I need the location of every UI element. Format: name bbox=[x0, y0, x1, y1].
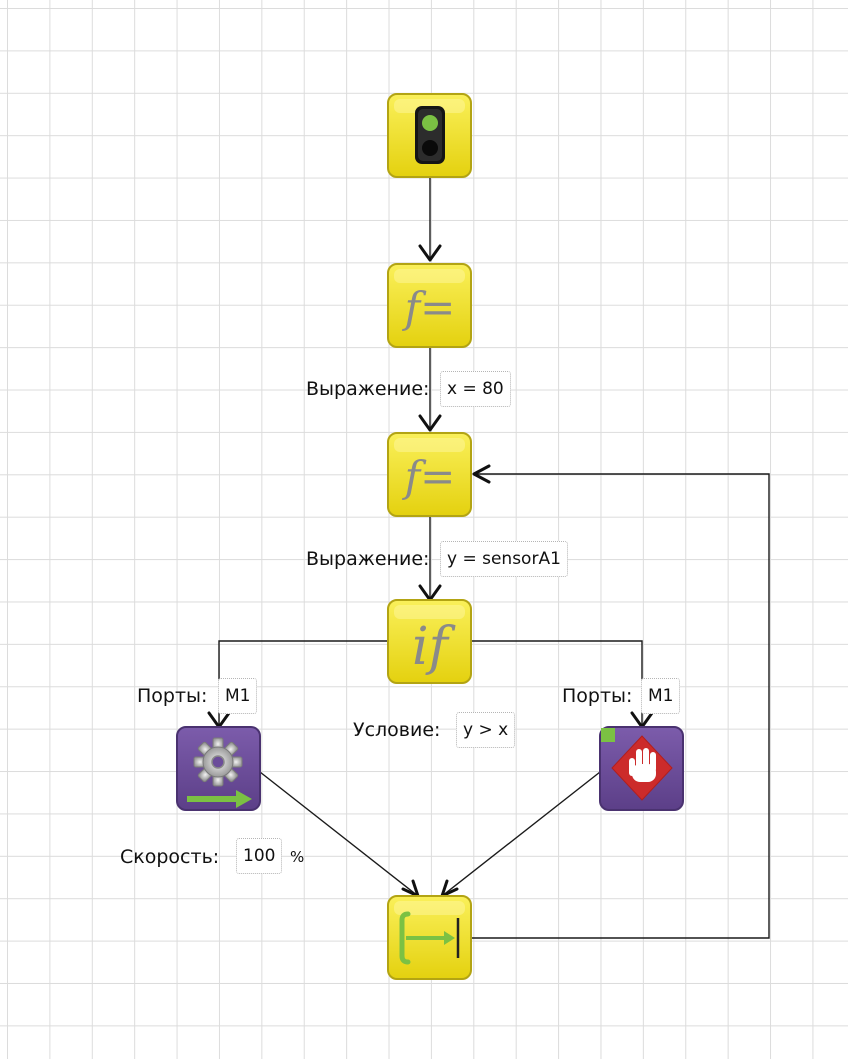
end-loop-block[interactable] bbox=[387, 895, 472, 980]
gear-arrow-icon bbox=[187, 737, 252, 808]
arrowhead bbox=[418, 244, 442, 262]
speed-unit: % bbox=[290, 848, 305, 866]
condition-value[interactable]: y > x bbox=[456, 712, 516, 748]
expression-block-2[interactable]: f= bbox=[387, 432, 472, 517]
motor-on-block[interactable] bbox=[176, 726, 261, 811]
connectors bbox=[218, 177, 770, 939]
arrowhead bbox=[401, 879, 420, 898]
ports-left-label: Порты: bbox=[137, 685, 208, 707]
connector-loop-back bbox=[472, 473, 770, 939]
function-assign-icon: f= bbox=[402, 452, 456, 501]
speed-label: Скорость: bbox=[120, 846, 220, 868]
condition-label: Условие: bbox=[353, 719, 441, 741]
status-indicator bbox=[601, 728, 615, 742]
speed-value[interactable]: 100 bbox=[236, 838, 283, 874]
expression-block-1[interactable]: f= bbox=[387, 263, 472, 348]
end-icon bbox=[399, 911, 460, 965]
function-assign-icon: f= bbox=[402, 283, 456, 332]
expression-2-label: Выражение: bbox=[306, 548, 430, 570]
arrowhead bbox=[472, 464, 491, 484]
motor-stop-block[interactable] bbox=[599, 726, 684, 811]
arrowhead bbox=[418, 414, 442, 432]
connector-stop-end bbox=[441, 771, 601, 897]
connector-motor-end bbox=[259, 771, 419, 897]
start-block[interactable] bbox=[387, 93, 472, 178]
if-block[interactable]: if bbox=[387, 599, 472, 684]
expression-1-label: Выражение: bbox=[306, 378, 430, 400]
traffic-light-icon bbox=[415, 106, 445, 164]
ports-right-label: Порты: bbox=[562, 685, 633, 707]
expression-2-value[interactable]: y = sensorA1 bbox=[440, 541, 568, 577]
expression-1-value[interactable]: x = 80 bbox=[440, 371, 511, 407]
ports-left-value[interactable]: M1 bbox=[218, 678, 258, 714]
stop-hand-icon bbox=[611, 735, 673, 801]
ports-right-value[interactable]: M1 bbox=[641, 678, 681, 714]
arrowhead bbox=[440, 879, 459, 898]
